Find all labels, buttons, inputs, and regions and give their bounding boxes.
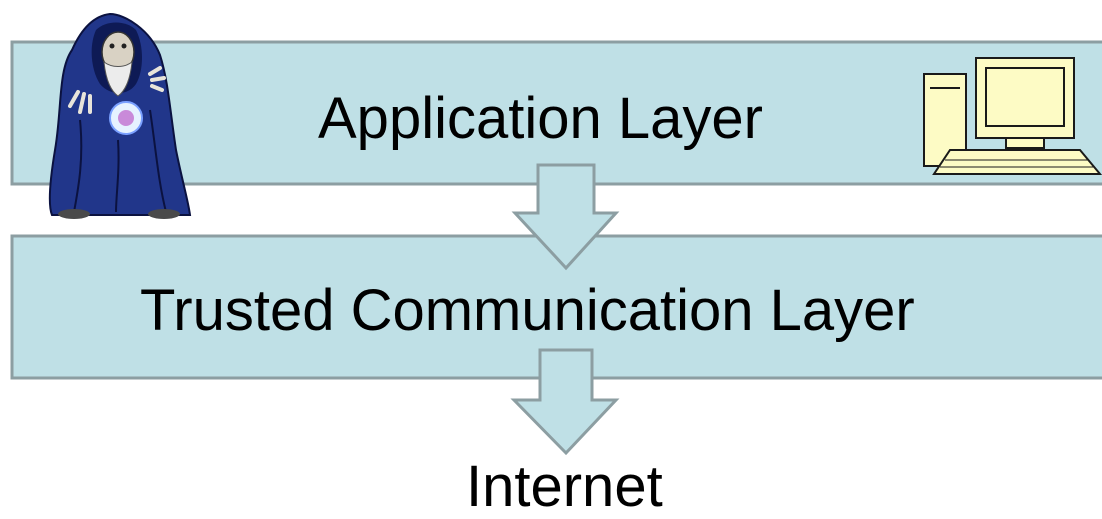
down-arrow-trusted-to-internet: [510, 348, 620, 456]
application-layer-box: [10, 40, 1102, 186]
trusted-communication-layer-label: Trusted Communication Layer: [140, 278, 915, 343]
desktop-computer-icon: [923, 57, 1102, 175]
hooded-wizard-icon: [48, 12, 192, 219]
internet-label: Internet: [466, 454, 663, 519]
application-layer-label: Application Layer: [318, 86, 763, 151]
down-arrow-application-to-trusted: [511, 163, 620, 271]
